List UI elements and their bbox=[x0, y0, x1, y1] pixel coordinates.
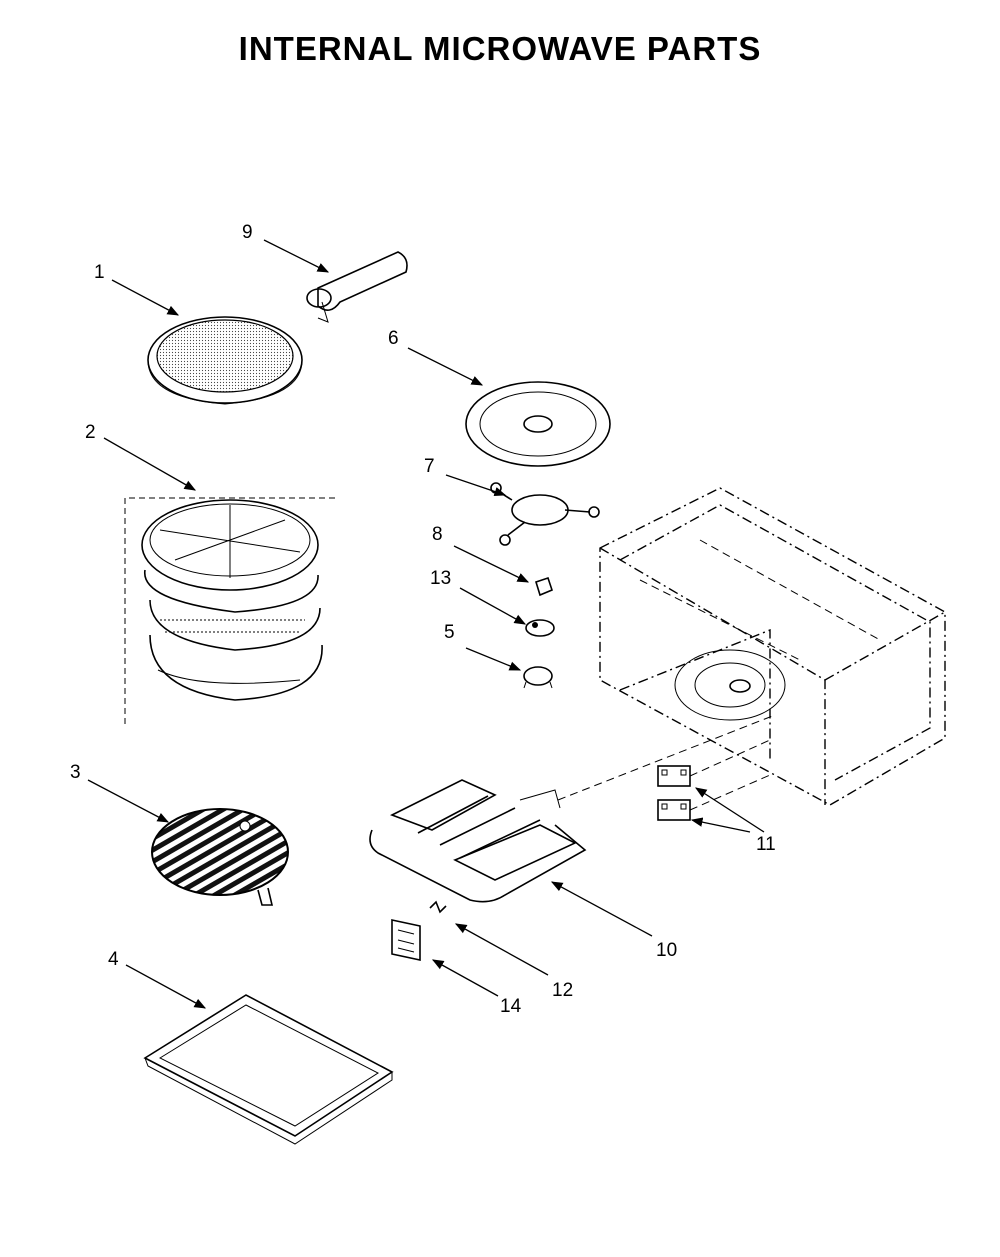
microwave-cavity bbox=[599, 487, 946, 806]
callout-8: 8 bbox=[432, 524, 443, 545]
part-3-grill-rack bbox=[151, 808, 289, 906]
callout-14: 14 bbox=[500, 996, 522, 1017]
callout-5: 5 bbox=[444, 622, 455, 643]
part-14-label bbox=[391, 919, 421, 961]
callout-3: 3 bbox=[70, 762, 81, 783]
part-2-steamer-assembly bbox=[124, 497, 335, 724]
part-7-roller-support bbox=[490, 482, 600, 546]
part-11-mounting-brackets bbox=[657, 739, 771, 821]
part-10-heating-element bbox=[369, 714, 776, 903]
callout-1: 1 bbox=[94, 262, 105, 283]
part-4-baking-tray bbox=[143, 994, 394, 1145]
part-9-crisper-handle bbox=[306, 251, 408, 323]
part-6-turntable-tray bbox=[465, 381, 611, 467]
part-12-clip bbox=[429, 900, 447, 914]
callout-6: 6 bbox=[388, 328, 399, 349]
callout-12: 12 bbox=[552, 980, 573, 1001]
callout-4: 4 bbox=[108, 949, 119, 970]
callout-9: 9 bbox=[242, 222, 253, 243]
diagram-title: INTERNAL MICROWAVE PARTS bbox=[238, 30, 762, 67]
leader-arrows bbox=[87, 239, 765, 1009]
callout-2: 2 bbox=[85, 422, 96, 443]
part-1-crisper-pan bbox=[147, 316, 303, 405]
part-5-turntable-motor bbox=[523, 666, 553, 689]
part-8-coupler bbox=[535, 576, 553, 597]
callout-10: 10 bbox=[656, 940, 677, 961]
callout-7: 7 bbox=[424, 456, 435, 477]
part-13-motor-part bbox=[525, 619, 555, 637]
callout-13: 13 bbox=[430, 568, 451, 589]
callout-11: 11 bbox=[756, 834, 776, 855]
